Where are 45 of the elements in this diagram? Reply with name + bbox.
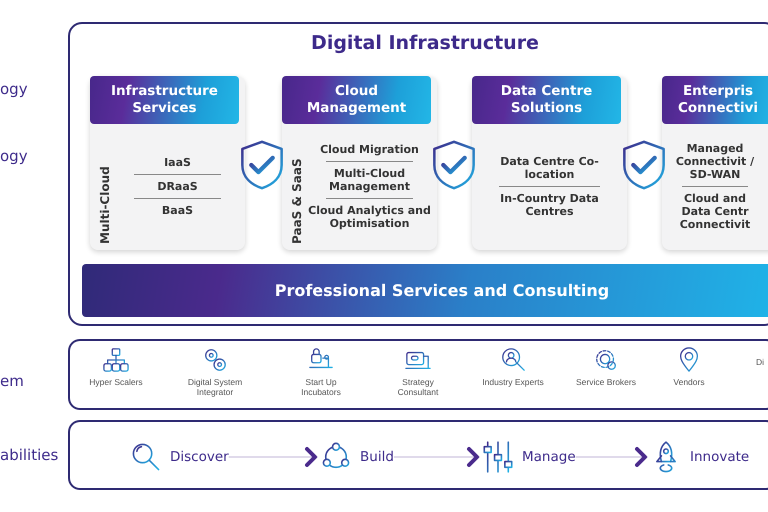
- chevron-arrow: [575, 447, 648, 467]
- partner-label: Digital System Integrator: [186, 377, 244, 397]
- capabilities-box: [68, 420, 768, 490]
- partner-label: Di: [756, 357, 764, 367]
- ecosystem-box: [68, 339, 768, 410]
- service-item: In-Country Data Centres: [499, 192, 600, 218]
- side-label: Multi-Cloud: [98, 165, 112, 244]
- step-label: Manage: [522, 449, 576, 465]
- service-item: Managed Connectivit / SD-WAN: [674, 142, 756, 180]
- row-label: ogy: [0, 147, 28, 165]
- partner-label: Industry Experts: [482, 377, 544, 387]
- chevron-arrow: [228, 447, 318, 467]
- frame-box: [68, 22, 768, 326]
- service-item: Cloud Analytics and Optimisation: [308, 204, 431, 230]
- service-item: BaaS: [160, 204, 194, 216]
- service-card: [472, 76, 627, 250]
- service-band: [82, 264, 768, 317]
- partner-label: Service Brokers: [576, 377, 636, 387]
- partner-label: Vendors: [673, 377, 705, 387]
- card-header: Cloud Management: [282, 76, 431, 124]
- service-card: [282, 76, 437, 250]
- service-item: Cloud Migration: [319, 142, 420, 156]
- row-label: ogy: [0, 80, 28, 98]
- partner-label: Start Up Incubators: [300, 377, 342, 397]
- chevron-arrow: [393, 447, 480, 467]
- partner-label: Strategy Consultant: [396, 377, 440, 397]
- partner-label: Hyper Scalers: [89, 377, 143, 387]
- card-header: Data Centre Solutions: [472, 76, 621, 124]
- card-header: Enterpris Connectivi: [662, 76, 768, 124]
- step-label: Discover: [170, 449, 229, 465]
- service-item: Cloud and Data Centr Connectivit: [678, 192, 752, 230]
- row-label: em: [0, 372, 24, 390]
- service-card: [90, 76, 245, 250]
- card-header: Infrastructure Services: [90, 76, 239, 124]
- step-label: Build: [360, 449, 394, 465]
- step-label: Innovate: [690, 449, 750, 465]
- row-label: abilities: [0, 446, 58, 464]
- service-item: Multi-Cloud Management: [328, 166, 411, 192]
- side-label: PaaS & SaaS: [290, 157, 304, 244]
- service-item: Data Centre Co-location: [499, 154, 600, 180]
- service-card: [662, 76, 768, 250]
- band-title: Professional Services and Consulting: [274, 281, 610, 300]
- service-item: DRaaS: [156, 180, 199, 192]
- box-title: Digital Infrastructure: [311, 32, 539, 54]
- service-item: IaaS: [163, 156, 192, 168]
